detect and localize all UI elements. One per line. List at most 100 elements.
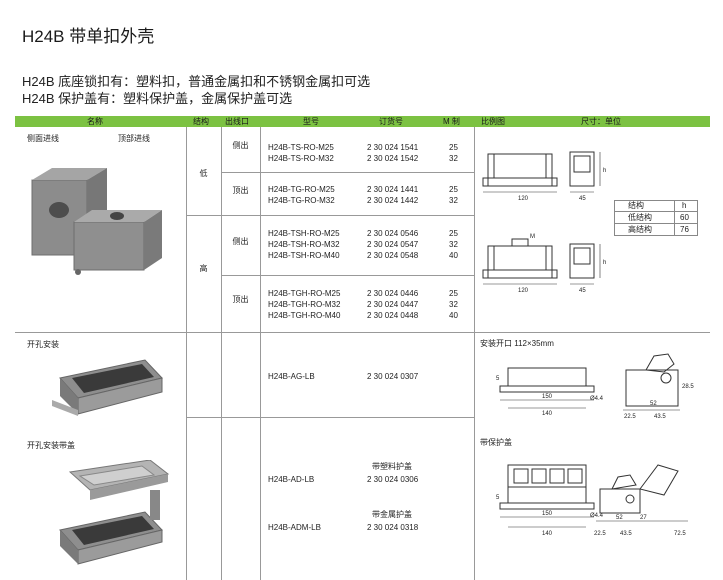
model-cell: H24B-TSH-RO-M40 [268,251,340,260]
header-size: 尺寸：单位 [581,117,621,126]
order-cell: 2 30 024 0448 [367,311,419,320]
dim-52: 52 [650,401,657,407]
panel-mount-label: 开孔安装 [27,340,59,349]
dim-h: h [603,260,606,266]
dim-52: 52 [616,515,623,521]
dim-140: 140 [542,531,553,537]
m-cell: 32 [449,196,458,205]
dim-5: 5 [496,495,500,501]
top-entry-label: 顶部进线 [118,134,150,143]
row-divider [221,172,474,173]
outlet-top: 顶出 [232,186,249,195]
order-cell: 2 30 024 0446 [367,289,419,298]
dim-285: 28.5 [682,384,694,390]
dim-225: 22.5 [594,531,606,537]
model-cell: H24B-ADM-LB [268,523,321,532]
order-cell: 2 30 024 0548 [367,251,419,260]
size-row-low-h: 60 [680,213,689,222]
subtitle-cover: H24B 保护盖有：塑料保护盖，金属保护盖可选 [22,91,293,106]
housing-photo [31,168,162,275]
m-cell: 40 [449,251,458,260]
model-cell: H24B-TG-RO-M25 [268,185,335,194]
row-divider [186,215,474,216]
order-cell: 2 30 024 0547 [367,240,419,249]
dim-44: Ø4.4 [590,513,604,519]
model-cell: H24B-AG-LB [268,372,315,381]
low-housing-drawing: 120 45 h [482,151,606,202]
page-title: H24B 带单扣外壳 [22,27,155,46]
metal-cover-label: 带金属护盖 [372,510,412,519]
dim-120: 120 [518,288,529,294]
grid-line [221,127,222,580]
cover-label: 带保护盖 [480,438,512,447]
header-structure: 结构 [193,117,209,126]
model-cell: H24B-TSH-RO-M25 [268,229,340,238]
model-cell: H24B-TGH-RO-M25 [268,289,341,298]
dim-44: Ø4.4 [590,396,604,402]
model-cell: H24B-AD-LB [268,475,315,484]
order-cell: 2 30 024 0307 [367,372,419,381]
plastic-cover-label: 带塑料护盖 [372,462,412,471]
header-drawing: 比例图 [481,117,505,126]
dim-27: 27 [640,515,647,521]
model-cell: H24B-TG-RO-M32 [268,196,335,205]
size-table: 结构 h 低结构 60 高结构 76 [614,200,698,236]
table-header: 名称 结构 出线口 型号 订货号 M 制 比例图 尺寸：单位 [15,116,710,127]
model-cell: H24B-TS-RO-M32 [268,154,334,163]
order-cell: 2 30 024 0447 [367,300,419,309]
dim-5: 5 [496,376,500,382]
row-divider [221,275,474,276]
dim-150: 150 [542,394,553,400]
structure-high: 高 [199,264,208,273]
m-cell: 25 [449,289,458,298]
dim-725: 72.5 [674,531,686,537]
grid-line [260,127,261,580]
header-outlet: 出线口 [225,117,249,126]
m-cell: 40 [449,311,458,320]
header-order: 订货号 [379,117,403,126]
header-mthread: M 制 [443,117,460,126]
size-row-high-h: 76 [680,225,689,234]
model-cell: H24B-TGH-RO-M32 [268,300,341,309]
m-cell: 32 [449,154,458,163]
header-name: 名称 [87,117,103,126]
model-cell: H24B-TGH-RO-M40 [268,311,341,320]
dim-435: 43.5 [620,531,632,537]
panel-base-photo [52,359,163,416]
dim-140: 140 [542,411,553,417]
dim-435: 43.5 [654,414,666,420]
order-cell: 2 30 024 0546 [367,229,419,238]
model-cell: H24B-TSH-RO-M32 [268,240,340,249]
dim-120: 120 [518,196,529,202]
grid-line [186,127,187,580]
dim-150: 150 [542,511,553,517]
size-row-high: 高结构 [628,225,652,234]
order-cell: 2 30 024 1441 [367,185,419,194]
m-cell: 32 [449,240,458,249]
cutout-label: 安装开口 112×35mm [480,339,554,348]
header-model: 型号 [303,117,319,126]
dim-45: 45 [579,288,586,294]
m-cell: 32 [449,300,458,309]
dim-225: 22.5 [624,414,636,420]
row-divider [474,332,710,333]
size-head-structure: 结构 [628,201,644,210]
m-cell: 25 [449,185,458,194]
outlet-side: 侧出 [232,237,249,246]
dim-h: h [603,168,606,174]
dim-m: M [530,234,535,240]
panel-cover-drawing: 150 140 Ø4.4 5 52 27 22.5 43.5 72.5 [496,464,688,537]
order-cell: 2 30 024 1442 [367,196,419,205]
order-cell: 2 30 024 1541 [367,143,419,152]
dim-45: 45 [579,196,586,202]
size-head-h: h [682,201,687,210]
outlet-top: 顶出 [232,295,249,304]
outlet-side: 侧出 [232,141,249,150]
m-cell: 25 [449,143,458,152]
row-divider [186,417,474,418]
grid-line [474,127,475,580]
panel-base-drawing: 150 140 Ø4.4 5 52 22.5 43.5 28.5 [496,353,694,420]
m-cell: 25 [449,229,458,238]
order-cell: 2 30 024 1542 [367,154,419,163]
size-row-low: 低结构 [628,213,652,222]
